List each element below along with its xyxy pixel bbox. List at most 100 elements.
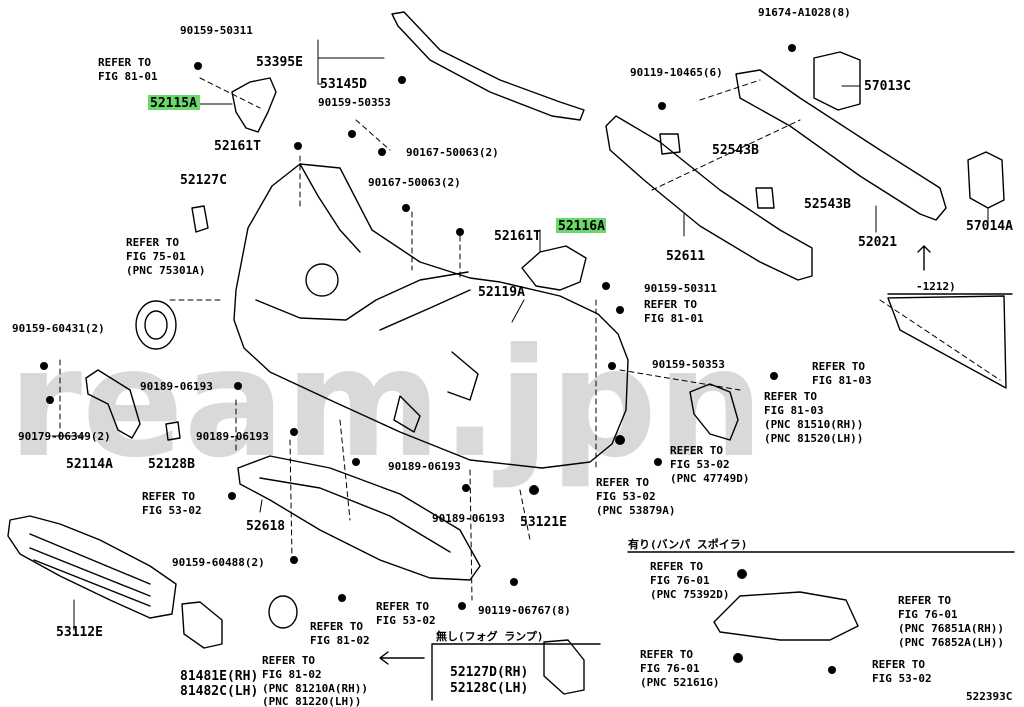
- ref-fig-75-01: REFER TO: [126, 236, 179, 249]
- clip-icon: [378, 148, 386, 156]
- bracket-52115a: [231, 77, 277, 133]
- absorber-52611: [605, 115, 813, 281]
- label-90167-50063: 90167-50063(2): [368, 176, 461, 189]
- nofog-header: 無し(フォグ ランプ): [436, 629, 544, 643]
- bolt-icon: [458, 602, 466, 610]
- label-52127d: 52127D(RH): [450, 665, 528, 680]
- label-52611: 52611: [666, 249, 705, 264]
- label-57014a: 57014A: [966, 219, 1013, 234]
- ref-fig-76-01: (PNC 76852A(LH)): [898, 636, 1004, 649]
- label-90167-50063: 90167-50063(2): [406, 146, 499, 159]
- ref-fig-53-02: FIG 53-02: [670, 458, 730, 471]
- fog-cover-81481e: [181, 601, 223, 649]
- bracket-52114a: [85, 369, 141, 439]
- bracket-52116a: [521, 245, 587, 291]
- ref-fig-53-02: REFER TO: [596, 476, 649, 489]
- ref-fig-81-02: FIG 81-02: [310, 634, 370, 647]
- emblem-inner: [144, 310, 168, 340]
- ref-fig-75-01: (PNC 75301A): [126, 264, 205, 277]
- ref-fig-81-02: FIG 81-02: [262, 668, 322, 681]
- ref-fig-53-02: FIG 53-02: [596, 490, 656, 503]
- clip-icon: [46, 396, 54, 404]
- label-90159-60431: 90159-60431(2): [12, 322, 105, 335]
- arrow-up: [917, 245, 931, 271]
- ref-fig-76-01: (PNC 75392D): [650, 588, 729, 601]
- ref-fig-53-02: FIG 53-02: [142, 504, 202, 517]
- clip-icon: [234, 382, 242, 390]
- ref-fig-81-03: REFER TO: [812, 360, 865, 373]
- molding-53395e: [391, 11, 585, 121]
- label-91674-a1028: 91674-A1028(8): [758, 6, 851, 19]
- dashed-guides: [59, 77, 1001, 601]
- ref-fig-81-03: FIG 81-03: [764, 404, 824, 417]
- label-90119-10465: 90119-10465(6): [630, 66, 723, 79]
- label-52161t: 52161T: [214, 139, 261, 154]
- label-53112e: 53112E: [56, 625, 103, 640]
- label-57013c: 57013C: [864, 79, 911, 94]
- bolt-icon: [608, 362, 616, 370]
- label-90119-06767: 90119-06767(8): [478, 604, 571, 617]
- cover-52127d: [543, 639, 585, 695]
- ref-fig-81-03: (PNC 81520(LH)): [764, 432, 863, 445]
- bolt-icon: [456, 228, 464, 236]
- label-52128c: 52128C(LH): [450, 681, 528, 696]
- pad-52543b-b: [755, 187, 775, 209]
- label-52021: 52021: [858, 235, 897, 250]
- label-81481e: 81481E(RH): [180, 669, 258, 684]
- grille-edge: [255, 271, 469, 321]
- pad-52543b-a: [659, 133, 681, 155]
- emblem: [135, 300, 177, 350]
- leader-53395e: [317, 39, 385, 85]
- cap-52127c: [191, 205, 209, 233]
- grille-edge-inner: [379, 289, 471, 331]
- grille-slats: [29, 533, 151, 607]
- lower-grille-53112e: [7, 515, 177, 619]
- label-90159-50311: 90159-50311: [180, 24, 253, 37]
- label-52543b: 52543B: [804, 197, 851, 212]
- ref-fig-81-02: (PNC 81220(LH)): [262, 695, 361, 707]
- label-90189-06193: 90189-06193: [140, 380, 213, 393]
- bolt-icon: [828, 666, 836, 674]
- undercover-rib: [259, 477, 451, 553]
- ref-fig-76-01: FIG 76-01: [640, 662, 700, 675]
- ref-fig-76-01: REFER TO: [640, 648, 693, 661]
- label-90159-50353: 90159-50353: [652, 358, 725, 371]
- bolt-icon: [338, 594, 346, 602]
- label-52127c: 52127C: [180, 173, 227, 188]
- label-52128b: 52128B: [148, 457, 195, 472]
- label-53121e: 53121E: [520, 515, 567, 530]
- label-52618: 52618: [246, 519, 285, 534]
- label-53145d: 53145D: [320, 77, 367, 92]
- label-90159-50353: 90159-50353: [318, 96, 391, 109]
- ref-fig-76-01: (PNC 76851A(RH)): [898, 622, 1004, 635]
- label-90189-06193: 90189-06193: [196, 430, 269, 443]
- ref-fig-53-02: FIG 53-02: [872, 672, 932, 685]
- bolt-icon: [770, 372, 778, 380]
- ref-fig-76-01: REFER TO: [898, 594, 951, 607]
- cover-52128b: [165, 421, 181, 441]
- label-53395e: 53395E: [256, 55, 303, 70]
- bolt-icon: [228, 492, 236, 500]
- label-90189-06193: 90189-06193: [432, 512, 505, 525]
- bolt-icon: [40, 362, 48, 370]
- leader-52119a: [511, 299, 525, 323]
- ref-fig-76-01: REFER TO: [650, 560, 703, 573]
- lower-opening: [393, 395, 421, 433]
- ref-fig-81-03: FIG 81-03: [812, 374, 872, 387]
- bumper-crease: [299, 163, 361, 253]
- bolt-icon: [290, 556, 298, 564]
- arrow-left: [379, 651, 425, 665]
- ref-fig-81-02: REFER TO: [310, 620, 363, 633]
- spoiler: [713, 591, 859, 641]
- ref-fig-53-02: REFER TO: [142, 490, 195, 503]
- bolt-icon: [294, 142, 302, 150]
- bolt-icon: [654, 458, 662, 466]
- ref-fig-81-01-top: FIG 81-01: [98, 70, 158, 83]
- ref-fig-53-02: (PNC 47749D): [670, 472, 749, 485]
- ref-fig-53-02: REFER TO: [872, 658, 925, 671]
- label-52115a: 52115A: [150, 96, 197, 111]
- label-90179-06349: 90179-06349(2): [18, 430, 111, 443]
- ref-fig-75-01: FIG 75-01: [126, 250, 186, 263]
- clip-icon: [462, 484, 470, 492]
